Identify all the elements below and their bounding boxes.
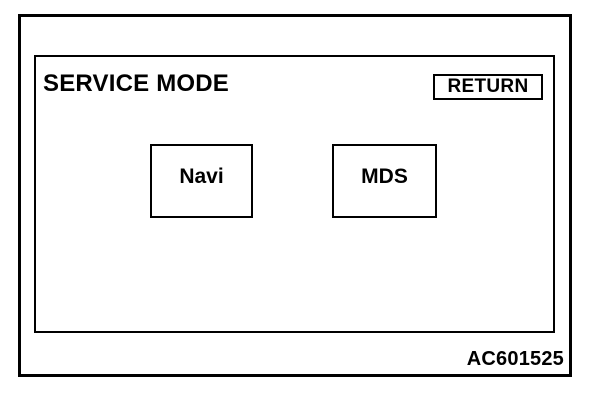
navi-mode-button-label: Navi: [179, 165, 224, 188]
figure-reference-code: AC601525: [466, 348, 564, 370]
navi-mode-button[interactable]: Navi: [150, 144, 253, 218]
display-screen-panel: [34, 55, 555, 333]
return-button[interactable]: RETURN: [433, 74, 543, 100]
return-button-label: RETURN: [447, 76, 529, 97]
mds-mode-button-label: MDS: [361, 165, 408, 188]
mds-mode-button[interactable]: MDS: [332, 144, 437, 218]
page-title: SERVICE MODE: [43, 70, 229, 97]
